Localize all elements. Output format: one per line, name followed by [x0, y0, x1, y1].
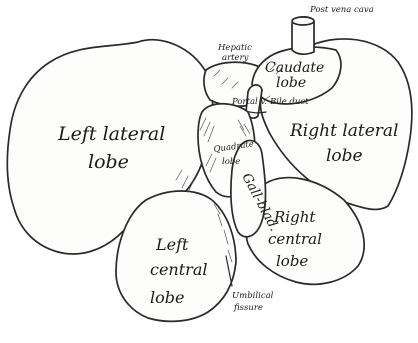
- label-umbilical: Umbilical: [232, 291, 274, 301]
- label-artery: artery: [222, 53, 249, 63]
- label-left-lateral-lobe: lobe: [88, 151, 129, 173]
- label-left-central-lobe: lobe: [150, 288, 184, 307]
- label-caudate: Caudate: [265, 60, 324, 76]
- label-fissure: fissure: [233, 303, 263, 313]
- label-post-vena-cava: Post vena cava: [309, 5, 374, 15]
- label-right-lateral-lobe: lobe: [326, 146, 363, 166]
- label-right-central-central: central: [268, 230, 322, 248]
- post-vena-cava-opening: [292, 17, 314, 25]
- label-left-central-central: central: [150, 260, 207, 279]
- label-right-central-lobe: lobe: [276, 252, 308, 270]
- label-hepatic: Hepatic: [217, 43, 252, 53]
- label-caudate-lobe: lobe: [276, 75, 306, 91]
- label-left-central: Left: [155, 235, 189, 254]
- label-right-central: Right: [273, 208, 316, 226]
- label-quadrate-lobe: lobe: [222, 157, 240, 167]
- label-right-lateral: Right lateral: [289, 121, 398, 141]
- label-left-lateral: Left lateral: [57, 123, 165, 145]
- label-bile-duct: Bile duct: [269, 97, 309, 107]
- label-portal-v: Portal v.: [231, 97, 267, 107]
